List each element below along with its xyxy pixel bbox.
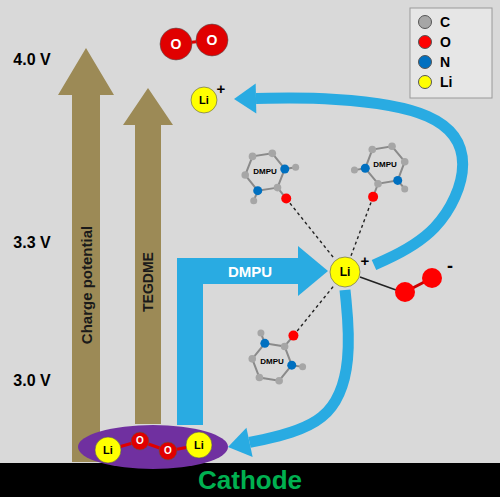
carbon-atom bbox=[248, 355, 256, 363]
node-text: Li bbox=[194, 440, 204, 451]
atom bbox=[95, 437, 121, 463]
carbon-atom bbox=[249, 153, 257, 161]
nitrogen-atom bbox=[253, 186, 262, 195]
carbon-atom bbox=[374, 180, 382, 188]
ring bbox=[252, 343, 292, 380]
arrow-label: DMPU bbox=[228, 264, 272, 279]
legend-text: Li bbox=[440, 75, 452, 89]
arrow-head bbox=[234, 84, 256, 114]
oxygen-atom bbox=[395, 282, 415, 302]
carbon-atom bbox=[351, 167, 358, 174]
molecule-label: DMPU bbox=[260, 358, 284, 366]
atom bbox=[196, 24, 228, 56]
molecule-label: DMPU bbox=[373, 161, 397, 169]
molecule-label: DMPU bbox=[253, 168, 277, 176]
node-text: + bbox=[361, 253, 370, 268]
oxygen-atom bbox=[288, 331, 298, 341]
legend-swatch bbox=[418, 75, 432, 89]
carbon-atom bbox=[281, 343, 289, 351]
nitrogen-atom bbox=[393, 176, 402, 185]
oxygen-molecule: OO bbox=[158, 20, 232, 64]
node-shape bbox=[190, 80, 234, 114]
solvated-lithium-ion: Li + bbox=[328, 252, 374, 290]
carbon-atom bbox=[268, 150, 276, 158]
carbon-atom bbox=[292, 164, 299, 171]
node-text: Li bbox=[103, 445, 113, 456]
node-text: + bbox=[217, 81, 226, 96]
legend-box bbox=[410, 8, 492, 98]
atom bbox=[186, 432, 212, 458]
legend-text: O bbox=[440, 35, 451, 49]
carbon-atom bbox=[241, 171, 249, 179]
carbon-atom bbox=[257, 330, 264, 337]
coordination-line bbox=[351, 197, 373, 257]
node-text: O bbox=[207, 33, 218, 47]
dmpu-molecule bbox=[351, 142, 409, 257]
arrow-shaft bbox=[256, 98, 463, 265]
carbon-atom bbox=[401, 158, 409, 166]
ellipse bbox=[78, 425, 228, 469]
node-text: O bbox=[136, 436, 144, 446]
blue-arrow bbox=[190, 246, 328, 425]
legend-swatch bbox=[418, 35, 432, 49]
carbon-atom bbox=[388, 142, 396, 150]
nitrogen-atom bbox=[280, 164, 289, 173]
carbon-atom bbox=[299, 363, 306, 370]
charge-arrow bbox=[58, 48, 114, 462]
legend-swatch bbox=[418, 55, 432, 69]
nitrogen-atom bbox=[361, 164, 370, 173]
coordination-line bbox=[286, 199, 335, 260]
charge-sign: - bbox=[447, 257, 453, 275]
oxygen-atom bbox=[281, 194, 291, 204]
node-text: Cathode bbox=[198, 467, 302, 493]
arrow-head bbox=[228, 428, 253, 457]
nitrogen-atom bbox=[260, 339, 269, 348]
oxygen-atom bbox=[368, 192, 378, 202]
superoxide bbox=[360, 268, 442, 302]
potential-value: 3.3 V bbox=[13, 235, 50, 251]
arrow-shaft bbox=[250, 290, 349, 442]
legend-text: C bbox=[440, 15, 450, 29]
ring bbox=[245, 153, 285, 190]
arrow-head bbox=[298, 246, 328, 296]
cathode-bar: Cathode bbox=[0, 463, 500, 497]
tegdme-arrow bbox=[123, 88, 173, 424]
lithium-ion: Li + bbox=[190, 80, 234, 114]
blue-arrow bbox=[234, 84, 463, 265]
carbon-atom bbox=[401, 185, 408, 192]
legend-swatch bbox=[418, 15, 432, 29]
carbon-atom bbox=[256, 374, 264, 382]
blue-arrow bbox=[228, 290, 348, 457]
node-shape bbox=[78, 425, 228, 469]
atom bbox=[330, 257, 360, 287]
axis-label: Charge potential bbox=[79, 226, 94, 344]
lithium-peroxide: LiOOLi bbox=[78, 425, 228, 469]
dmpu-molecule bbox=[248, 284, 334, 384]
node-text: Li bbox=[199, 95, 209, 106]
carbon-atom bbox=[275, 377, 283, 385]
dmpu-molecule bbox=[241, 150, 335, 260]
node-text: Li bbox=[340, 266, 351, 278]
oxygen-atom bbox=[422, 268, 442, 288]
bond bbox=[360, 277, 396, 290]
node-shape bbox=[158, 20, 232, 64]
potential-value: 4.0 V bbox=[13, 52, 50, 68]
node-text: O bbox=[164, 446, 172, 456]
arrow-shaft bbox=[190, 271, 298, 425]
atom bbox=[131, 432, 149, 450]
nitrogen-atom bbox=[287, 361, 296, 370]
solvent-label: TEGDME bbox=[141, 252, 155, 312]
carbon-atom bbox=[274, 184, 282, 192]
legend-text: N bbox=[440, 55, 450, 69]
node-text: O bbox=[171, 37, 182, 51]
potential-value: 3.0 V bbox=[13, 373, 50, 389]
atom bbox=[159, 442, 177, 460]
atom bbox=[191, 87, 217, 113]
carbon-atom bbox=[250, 197, 257, 204]
atom bbox=[160, 28, 192, 60]
carbon-atom bbox=[368, 146, 376, 154]
